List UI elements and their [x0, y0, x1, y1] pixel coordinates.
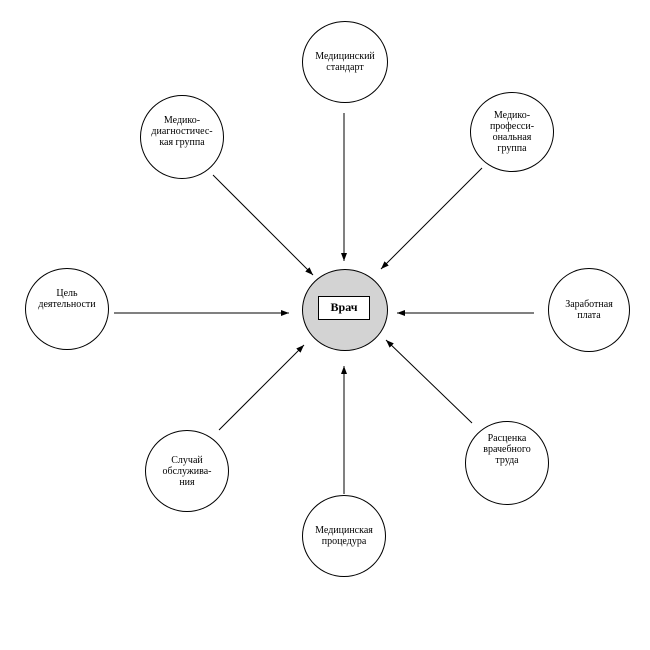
node-label: Цель деятельности — [38, 288, 96, 310]
node-medical-diagnostic-group: Медико- диагностичес- кая группа — [140, 95, 224, 179]
arrow-doctor-labor-rate — [385, 339, 473, 424]
node-salary: Заработная плата — [548, 268, 630, 352]
node-medical-standard: Медицинский стандарт — [302, 21, 388, 103]
arrow-service-case — [218, 344, 305, 431]
arrow-medical-professional-group — [380, 167, 483, 270]
node-label: Случай обслужива- ния — [162, 454, 212, 488]
node-label: Расценка врачебного труда — [483, 432, 531, 466]
node-activity-goal: Цель деятельности — [25, 268, 109, 350]
node-medical-professional-group: Медико- професси- ональная группа — [470, 92, 554, 172]
node-label: Заработная плата — [565, 299, 613, 321]
node-label: Медико- диагностичес- кая группа — [151, 114, 213, 148]
center-node-box: Врач — [318, 296, 370, 320]
node-label: Медико- професси- ональная группа — [489, 110, 535, 154]
node-label: Медицинская процедура — [315, 525, 373, 547]
arrow-medical-diagnostic-group — [212, 174, 314, 276]
node-doctor-labor-rate: Расценка врачебного труда — [465, 421, 549, 505]
node-medical-procedure: Медицинская процедура — [302, 495, 386, 577]
node-service-case: Случай обслужива- ния — [145, 430, 229, 512]
node-label: Медицинский стандарт — [315, 51, 375, 73]
center-node-label: Врач — [330, 300, 358, 314]
